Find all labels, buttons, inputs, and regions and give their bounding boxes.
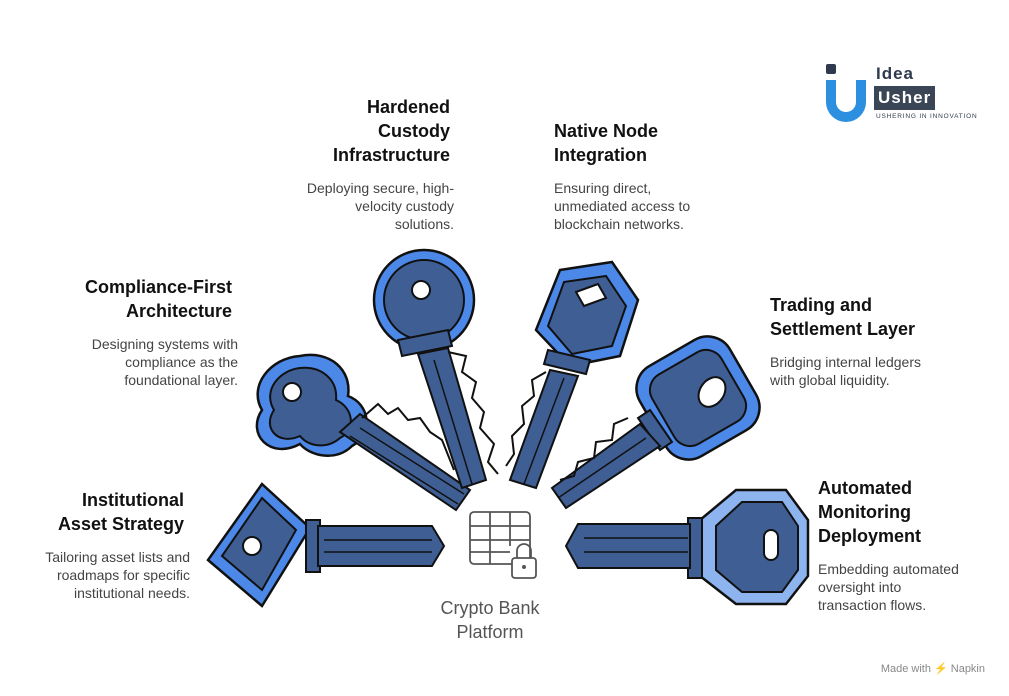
desc-line: blockchain networks. [554, 216, 684, 232]
desc-line: Tailoring asset lists and [45, 549, 190, 565]
desc-line: oversight into [818, 579, 902, 595]
desc-line: roadmaps for specific [56, 567, 190, 583]
item-title: Compliance-First Architecture [40, 275, 232, 323]
desc-line: institutional needs. [74, 585, 190, 601]
desc-line: Embedding automated [818, 561, 959, 577]
logo-word-usher: Usher [874, 86, 936, 110]
item-title: Automated Monitoring Deployment [818, 476, 988, 548]
title-line: Monitoring [818, 502, 911, 522]
item-title: Native Node Integration [554, 119, 744, 167]
napkin-credit: Made with ⚡ Napkin [880, 663, 985, 675]
center-label-line: Platform [456, 622, 524, 642]
key-trading [550, 335, 761, 510]
title-line: Native Node [554, 121, 659, 141]
item-institutional-asset: Institutional Asset Strategy Tailoring a… [14, 488, 190, 602]
desc-line: Ensuring direct, [554, 180, 652, 196]
item-title: Trading and Settlement Layer [770, 293, 970, 341]
item-description: Tailoring asset lists and roadmaps for s… [14, 548, 190, 602]
item-description: Bridging internal ledgers with global li… [770, 353, 970, 389]
item-description: Embedding automated oversight into trans… [818, 560, 988, 614]
title-line: Hardened [366, 97, 450, 117]
desc-line: unmediated access to [554, 198, 691, 214]
key-compliance [255, 353, 472, 512]
item-trading-settlement: Trading and Settlement Layer Bridging in… [770, 293, 970, 389]
title-line: Deployment [818, 526, 922, 546]
logo-mark-icon [826, 64, 866, 122]
item-description: Designing systems with compliance as the… [40, 335, 238, 389]
desc-line: Bridging internal ledgers [770, 354, 921, 370]
desc-line: with global liquidity. [770, 372, 890, 388]
key-hardened [372, 248, 499, 490]
desc-line: velocity custody [355, 198, 454, 214]
desc-line: foundational layer. [124, 372, 238, 388]
item-hardened-custody: Hardened Custody Infrastructure Deployin… [270, 95, 454, 233]
title-line: Custody [378, 121, 450, 141]
center-label-line: Crypto Bank [440, 598, 540, 618]
logo-tagline: USHERING IN INNOVATION [876, 113, 978, 120]
title-line: Automated [818, 478, 912, 498]
company-logo: Idea Usher USHERING IN INNOVATION [822, 62, 978, 124]
item-title: Institutional Asset Strategy [14, 488, 184, 536]
title-line: Trading and [770, 295, 873, 315]
title-line: Settlement Layer [770, 319, 916, 339]
title-line: Asset Strategy [57, 514, 184, 534]
center-label: Crypto Bank Platform [420, 596, 560, 644]
database-lock-icon [469, 511, 537, 579]
desc-line: solutions. [394, 216, 454, 232]
desc-line: transaction flows. [818, 597, 927, 613]
key-automated [564, 488, 810, 606]
desc-line: Designing systems with [91, 336, 238, 352]
item-compliance-first: Compliance-First Architecture Designing … [40, 275, 238, 389]
key-institutional [206, 482, 446, 608]
title-line: Integration [554, 145, 647, 165]
item-title: Hardened Custody Infrastructure [270, 95, 450, 167]
desc-line: Deploying secure, high- [306, 180, 454, 196]
title-line: Compliance-First [84, 277, 232, 297]
desc-line: compliance as the [125, 354, 238, 370]
key-native-node [505, 260, 640, 490]
title-line: Institutional [82, 490, 184, 510]
logo-word-idea: Idea [876, 64, 915, 83]
item-native-node: Native Node Integration Ensuring direct,… [554, 119, 744, 233]
item-automated-monitoring: Automated Monitoring Deployment Embeddin… [818, 476, 988, 614]
item-description: Deploying secure, high- velocity custody… [260, 179, 454, 233]
item-description: Ensuring direct, unmediated access to bl… [554, 179, 744, 233]
title-line: Architecture [125, 301, 232, 321]
title-line: Infrastructure [332, 145, 450, 165]
